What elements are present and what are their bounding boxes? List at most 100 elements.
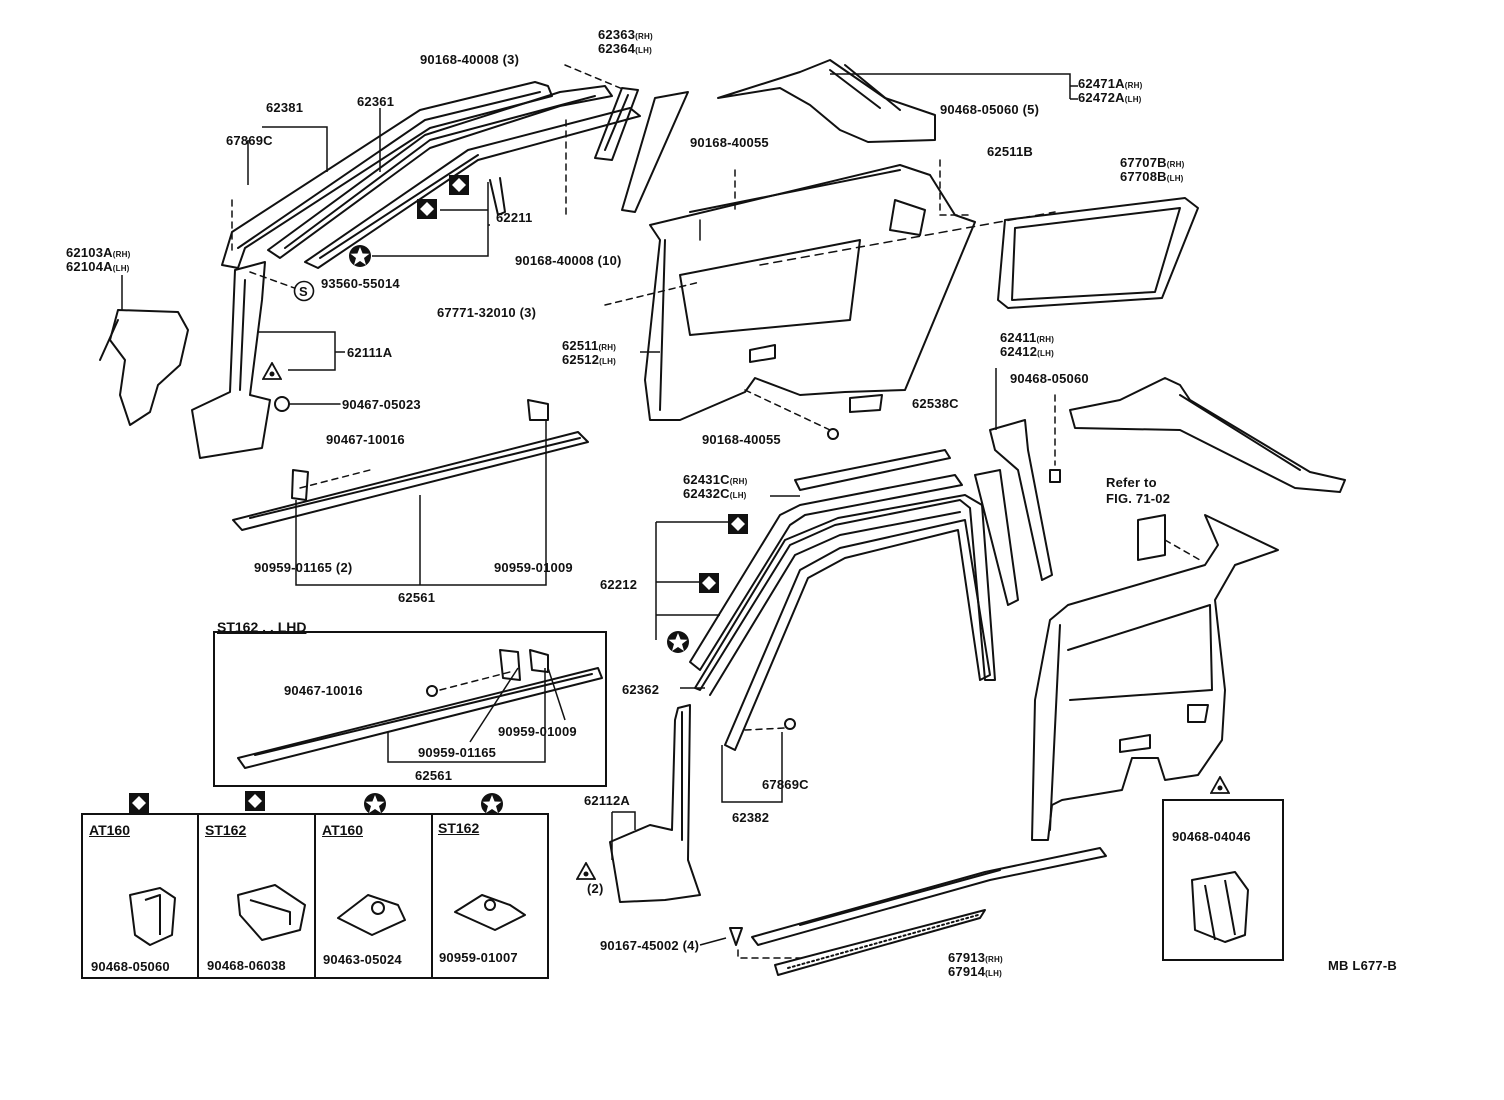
sill-plate-62561 bbox=[232, 399, 589, 531]
legend-part-4: 90959-01007 bbox=[439, 950, 518, 965]
star-marker-icon bbox=[481, 793, 503, 815]
roof-rail-62381 bbox=[221, 81, 553, 269]
label-2: (2) bbox=[587, 881, 604, 896]
label-67869C-bot: 67869C bbox=[762, 777, 809, 792]
label-lhd-62561: 62561 bbox=[415, 768, 453, 783]
pillar-trim-62411 bbox=[989, 419, 1053, 581]
clip-90467-05023-part bbox=[274, 396, 290, 412]
label-90168-40055-top: 90168-40055 bbox=[690, 135, 769, 150]
label-62561: 62561 bbox=[398, 590, 436, 605]
label-93560-55014: 93560-55014 bbox=[321, 276, 400, 291]
label-62364: 62364(LH) bbox=[598, 41, 652, 56]
label-62511: 62511(RH) bbox=[562, 338, 617, 353]
side-panel-62511 bbox=[644, 164, 976, 421]
label-90167-45002: 90167-45002 (4) bbox=[600, 938, 700, 953]
triangle-marker-icon bbox=[576, 862, 596, 880]
legend-triangle-part: 90468-04046 bbox=[1172, 829, 1251, 844]
label-90959-01165-2: 90959-01165 (2) bbox=[254, 560, 353, 575]
label-62211: 62211 bbox=[496, 210, 533, 225]
label-62103A: 62103A(RH) bbox=[66, 245, 131, 260]
label-90468-05060: 90468-05060 bbox=[1010, 371, 1089, 386]
pillar-trim-62111A bbox=[191, 261, 271, 459]
pillar-trim-62112A bbox=[609, 704, 701, 903]
label-62512: 62512(LH) bbox=[562, 352, 616, 367]
clip-drawing-90463-05024 bbox=[337, 894, 406, 936]
bracket-62363 bbox=[594, 87, 639, 161]
legend-model-4: ST162 bbox=[438, 820, 480, 836]
legend-part-3: 90463-05024 bbox=[323, 952, 402, 967]
diamond-marker-icon bbox=[417, 199, 437, 219]
pillar-rail-62382 bbox=[724, 519, 991, 751]
star-marker-icon bbox=[364, 793, 386, 815]
label-62432C: 62432C(LH) bbox=[683, 486, 747, 501]
label-90168-40008-3: 90168-40008 (3) bbox=[420, 52, 520, 67]
label-67913: 67913(RH) bbox=[948, 950, 1003, 965]
legend-model-2: ST162 bbox=[205, 822, 247, 838]
label-62538C: 62538C bbox=[912, 396, 959, 411]
legend-part-1: 90468-05060 bbox=[91, 959, 170, 974]
s-circle-marker-icon bbox=[293, 280, 315, 302]
label-90467-05023: 90467-05023 bbox=[342, 397, 421, 412]
diamond-marker-icon bbox=[728, 514, 748, 534]
roof-rail-62361 bbox=[267, 85, 613, 259]
label-67869C-top: 67869C bbox=[226, 133, 273, 148]
clip-drawing-90468-05060 bbox=[129, 887, 176, 946]
quarter-trim-62471A bbox=[717, 59, 936, 143]
refer-bracket bbox=[1137, 514, 1166, 561]
plug-62538C bbox=[849, 394, 883, 413]
pillar-trim-62103A bbox=[99, 309, 189, 426]
diagram-code: MB L677-B bbox=[1328, 958, 1397, 973]
rear-quarter-panel bbox=[1031, 514, 1279, 841]
legend-model-1: AT160 bbox=[89, 822, 130, 838]
label-62431C: 62431C(RH) bbox=[683, 472, 748, 487]
label-refer-fig: FIG. 71-02 bbox=[1106, 491, 1171, 506]
window-frame-67707B bbox=[997, 197, 1199, 309]
label-62381: 62381 bbox=[266, 100, 304, 115]
legend-part-2: 90468-06038 bbox=[207, 958, 286, 973]
label-90467-10016: 90467-10016 bbox=[326, 432, 405, 447]
label-62112A: 62112A bbox=[584, 793, 631, 808]
scuff-plate-67913 bbox=[751, 847, 1107, 976]
label-90959-01009: 90959-01009 bbox=[494, 560, 573, 575]
clip-drawing-90468-06038 bbox=[237, 884, 306, 941]
label-62511B: 62511B bbox=[987, 144, 1034, 159]
label-67708B: 67708B(LH) bbox=[1120, 169, 1184, 184]
pillar-rail-62431C bbox=[689, 449, 963, 671]
diamond-marker-icon bbox=[699, 573, 719, 593]
star-marker-icon bbox=[667, 631, 689, 653]
rear-upper-trim bbox=[1069, 377, 1346, 493]
label-62382: 62382 bbox=[732, 810, 770, 825]
label-62361: 62361 bbox=[357, 94, 395, 109]
label-67707B: 67707B(RH) bbox=[1120, 155, 1185, 170]
label-lhd-90467-10016: 90467-10016 bbox=[284, 683, 363, 698]
label-90468-05060-5: 90468-05060 (5) bbox=[940, 102, 1040, 117]
lhd-variant-box bbox=[213, 631, 607, 787]
label-67771-32010: 67771-32010 (3) bbox=[437, 305, 537, 320]
label-62104A: 62104A(LH) bbox=[66, 259, 130, 274]
label-62111A: 62111A bbox=[347, 345, 393, 360]
triangle-marker-icon bbox=[262, 362, 282, 380]
lhd-variant-title: ST162 . . LHD bbox=[217, 619, 307, 635]
roof-rail-62211 bbox=[304, 107, 641, 269]
label-lhd-90959-01165: 90959-01165 bbox=[418, 745, 497, 760]
weatherstrip-bar bbox=[974, 469, 1019, 606]
s-circle-letter: S bbox=[299, 284, 308, 299]
clip-drawing-90468-04046 bbox=[1191, 871, 1249, 943]
diamond-marker-icon bbox=[245, 791, 265, 811]
label-62362: 62362 bbox=[622, 682, 660, 697]
lhd-sill-plate bbox=[237, 649, 603, 769]
label-62363: 62363(RH) bbox=[598, 27, 653, 42]
diamond-marker-icon bbox=[129, 793, 149, 813]
star-marker-icon bbox=[349, 245, 371, 267]
diamond-marker-icon bbox=[449, 175, 469, 195]
label-refer-to: Refer to bbox=[1106, 475, 1157, 490]
legend-model-3: AT160 bbox=[322, 822, 363, 838]
triangle-marker-icon bbox=[1210, 776, 1230, 794]
pillar-trim-upper bbox=[621, 91, 689, 213]
label-62471A: 62471A(RH) bbox=[1078, 76, 1143, 91]
pillar-rail-62362 bbox=[694, 494, 996, 696]
label-90168-40008-10: 90168-40008 (10) bbox=[515, 253, 622, 268]
label-lhd-90959-01009: 90959-01009 bbox=[498, 724, 577, 739]
